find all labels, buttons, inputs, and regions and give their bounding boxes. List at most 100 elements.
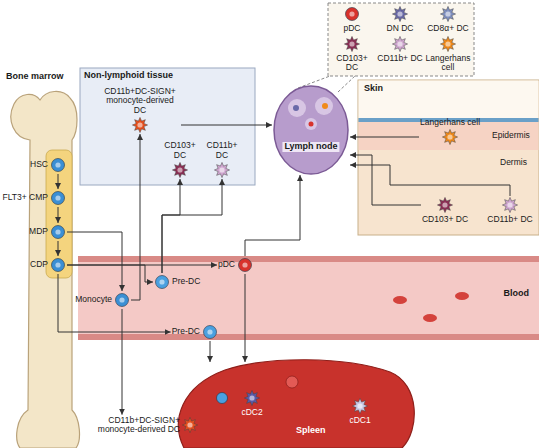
cell-nucleus	[55, 262, 60, 267]
cell-label: CD103+ DC	[329, 54, 375, 73]
cell-label: Pre-DC	[172, 327, 200, 336]
round-cell	[346, 8, 359, 21]
cell-nucleus	[207, 329, 212, 334]
cell-icon	[182, 417, 198, 433]
cell-nucleus	[507, 202, 512, 207]
inset-box	[328, 3, 474, 76]
region-node: cDC2cDC1CD11b+DC-SIGN+ monocyte-derived …	[160, 362, 410, 448]
flow-arrow	[350, 137, 419, 138]
dendritic-cell	[172, 162, 187, 177]
skin-panel	[358, 80, 539, 235]
cell-label: Langerhans cell	[425, 54, 471, 73]
flow-arrow	[350, 165, 510, 196]
spleen-shape	[178, 360, 414, 448]
region-title: Spleen	[296, 426, 326, 436]
spleen-pre-dc	[217, 393, 228, 404]
cell-label: Langerhans cell	[420, 118, 480, 127]
cell-node: Pre-DC	[153, 273, 201, 291]
cell-nucleus	[187, 422, 192, 427]
cell-node: CD11b+ DC	[376, 35, 423, 64]
cell-icon	[50, 257, 66, 273]
cell-nucleus	[137, 122, 142, 127]
flow-arrow	[122, 309, 123, 415]
flow-arrow	[162, 179, 180, 273]
inset-leader	[338, 76, 355, 92]
cell-label: CDP	[30, 260, 48, 269]
cell-nucleus	[397, 41, 402, 46]
cell-node: HSC	[29, 156, 67, 174]
cell-nucleus	[445, 41, 450, 46]
dendritic-cell	[132, 117, 147, 132]
cell-nucleus	[349, 41, 354, 46]
dc-dot	[293, 105, 299, 111]
cell-icon	[50, 224, 66, 240]
dendritic-cell	[182, 417, 197, 432]
red-blood-cell	[455, 292, 469, 300]
dc-dot	[309, 122, 314, 127]
cell-label: pDC	[218, 260, 235, 269]
cell-nucleus	[249, 395, 254, 400]
cell-label: CD11b+DC-SIGN+ monocyte-derived DC	[100, 87, 180, 115]
bone-shape	[11, 91, 80, 448]
cell-nucleus	[445, 11, 450, 16]
cell-node: MDP	[28, 223, 67, 241]
cell-node: CD11b+DC-SIGN+ monocyte-derived DC	[99, 86, 181, 134]
cell-icon	[437, 197, 453, 213]
cell-node: CD103+ DC	[161, 140, 199, 179]
cell-node: CD11b+ DC	[203, 140, 241, 179]
cell-icon	[244, 390, 260, 406]
region-title: Skin	[364, 84, 383, 94]
cell-nucleus	[447, 134, 452, 139]
cell-label: Monocyte	[75, 295, 112, 304]
dendritic-cell	[214, 162, 229, 177]
round-cell	[204, 326, 217, 339]
cell-nucleus	[55, 229, 60, 234]
cell-icon	[202, 324, 218, 340]
cell-icon	[440, 36, 456, 52]
cell-label: MDP	[29, 227, 48, 236]
cell-icon	[344, 6, 360, 22]
cell-icon	[442, 129, 458, 145]
cell-label: CD103+ DC	[162, 141, 198, 160]
round-cell	[52, 226, 65, 239]
cell-icon	[214, 162, 230, 178]
cell-node: Monocyte	[74, 291, 131, 309]
cell-node: pDC	[217, 256, 254, 274]
round-cell	[52, 192, 65, 205]
cell-icon	[440, 6, 456, 22]
cell-label: cDC2	[241, 408, 262, 417]
cell-label: pDC	[344, 24, 361, 33]
cell-node: CD11b+DC-SIGN+ monocyte-derived DC	[79, 415, 199, 436]
layer-label: Epidermis	[492, 131, 530, 140]
cell-nucleus	[55, 162, 60, 167]
cell-node: CD8α+ DC	[426, 5, 470, 34]
cell-label: CD11b+ DC	[377, 54, 422, 63]
dendritic-cell	[437, 197, 452, 212]
follicle	[305, 118, 317, 130]
cell-node: Pre-DC	[171, 323, 219, 341]
cell-label: CD103+ DC	[422, 215, 468, 224]
flow-arrow	[58, 207, 59, 223]
cell-nucleus	[119, 297, 124, 302]
cell-node: Langerhans cell	[424, 35, 472, 74]
flow-arrow	[210, 341, 211, 362]
cell-icon	[392, 6, 408, 22]
region-title: Bone marrow	[6, 72, 64, 82]
region-title: Non-lymphoid tissue	[84, 71, 173, 81]
flow-arrow	[245, 274, 246, 362]
round-cell	[239, 259, 252, 272]
cell-node: Langerhans cell	[419, 117, 481, 146]
follicle	[315, 97, 333, 115]
cell-nucleus	[357, 403, 362, 408]
tissue-box	[80, 68, 255, 185]
dendritic-cell	[392, 36, 407, 51]
cell-label: FLT3+ CMP	[3, 193, 48, 202]
cell-node: cDC1	[348, 397, 371, 426]
cell-label: HSC	[30, 160, 48, 169]
round-cell	[52, 259, 65, 272]
skin-surface-air	[359, 81, 539, 119]
follicle	[288, 99, 306, 117]
cell-icon	[237, 257, 253, 273]
